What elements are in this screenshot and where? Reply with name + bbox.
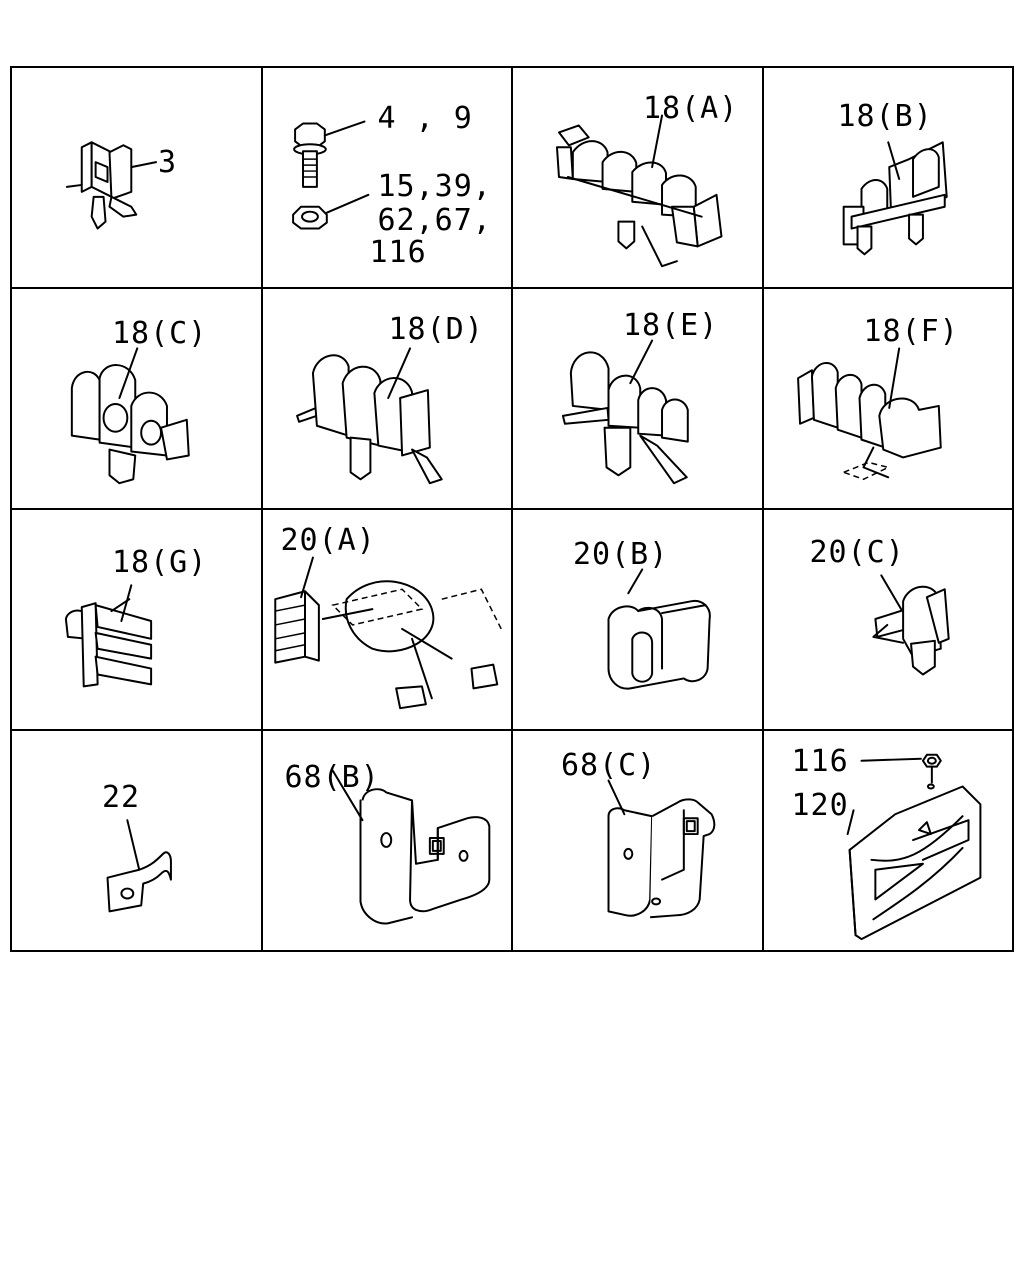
clip-18b-drawing <box>842 141 948 256</box>
label-18g: 18(G) <box>112 545 208 580</box>
label-68c: 68(C) <box>561 748 657 783</box>
label-18a: 18(A) <box>643 91 739 126</box>
label-22: 22 <box>102 780 141 815</box>
label-20c: 20(C) <box>809 535 905 570</box>
part-cell-18e[interactable]: 18(E) <box>513 289 764 510</box>
part-cell-18a[interactable]: 18(A) <box>513 68 764 289</box>
bolt-nut-drawing <box>291 120 369 230</box>
clip-20b-drawing <box>607 568 711 690</box>
part-cell-3[interactable]: 3 <box>12 68 263 289</box>
label-18b: 18(B) <box>837 99 933 134</box>
label-15-39: 15,39, <box>377 169 492 204</box>
label-116: 116 <box>369 235 427 270</box>
part-cell-68c[interactable]: 68(C) <box>513 731 764 952</box>
label-18f: 18(F) <box>863 314 959 349</box>
clip-18g-drawing <box>64 584 153 688</box>
part-cell-20b[interactable]: 20(B) <box>513 510 764 731</box>
label-18e: 18(E) <box>623 308 719 343</box>
part-cell-20c[interactable]: 20(C) <box>763 510 1014 731</box>
part-cell-20a[interactable]: 20(A) <box>262 510 513 731</box>
label-4-9: 4 , 9 <box>377 101 473 136</box>
part-cell-22[interactable]: 22 <box>12 731 263 952</box>
part-cell-116-120[interactable]: 116 120 <box>763 731 1014 952</box>
clip-18f-drawing <box>796 347 942 481</box>
bracket-22-drawing <box>106 819 172 913</box>
label-18d: 18(D) <box>388 312 484 347</box>
part-cell-18f[interactable]: 18(F) <box>763 289 1014 510</box>
clip-18d-drawing <box>295 347 443 485</box>
clip-20c-drawing <box>871 574 950 676</box>
part-cell-18c[interactable]: 18(C) <box>12 289 263 510</box>
parts-grid: 3 4 , 9 15,39, 62,67, 116 <box>10 66 1014 952</box>
label-20a: 20(A) <box>280 523 376 558</box>
clip-18e-drawing <box>561 339 689 485</box>
label-18c: 18(C) <box>112 316 208 351</box>
clip-20a-drawing <box>273 556 502 710</box>
clip-18a-drawing <box>555 114 723 268</box>
part-cell-18g[interactable]: 18(G) <box>12 510 263 731</box>
part-cell-18d[interactable]: 18(D) <box>262 289 513 510</box>
bracket-68c-drawing <box>607 779 716 919</box>
part-cell-bolt-nut[interactable]: 4 , 9 15,39, 62,67, 116 <box>262 68 513 289</box>
bracket-68b-drawing <box>331 769 490 925</box>
label-3: 3 <box>158 145 178 180</box>
part-cell-18b[interactable]: 18(B) <box>763 68 1014 289</box>
clip-18c-drawing <box>70 347 190 485</box>
clip-3-drawing <box>65 141 158 230</box>
part-cell-68b[interactable]: 68(B) <box>262 731 513 952</box>
bracket-120-drawing <box>846 753 981 941</box>
label-62-67: 62,67, <box>377 203 492 238</box>
label-120: 120 <box>791 788 849 823</box>
label-68b: 68(B) <box>284 760 380 795</box>
label-20b: 20(B) <box>573 537 669 572</box>
label-116: 116 <box>791 744 849 779</box>
